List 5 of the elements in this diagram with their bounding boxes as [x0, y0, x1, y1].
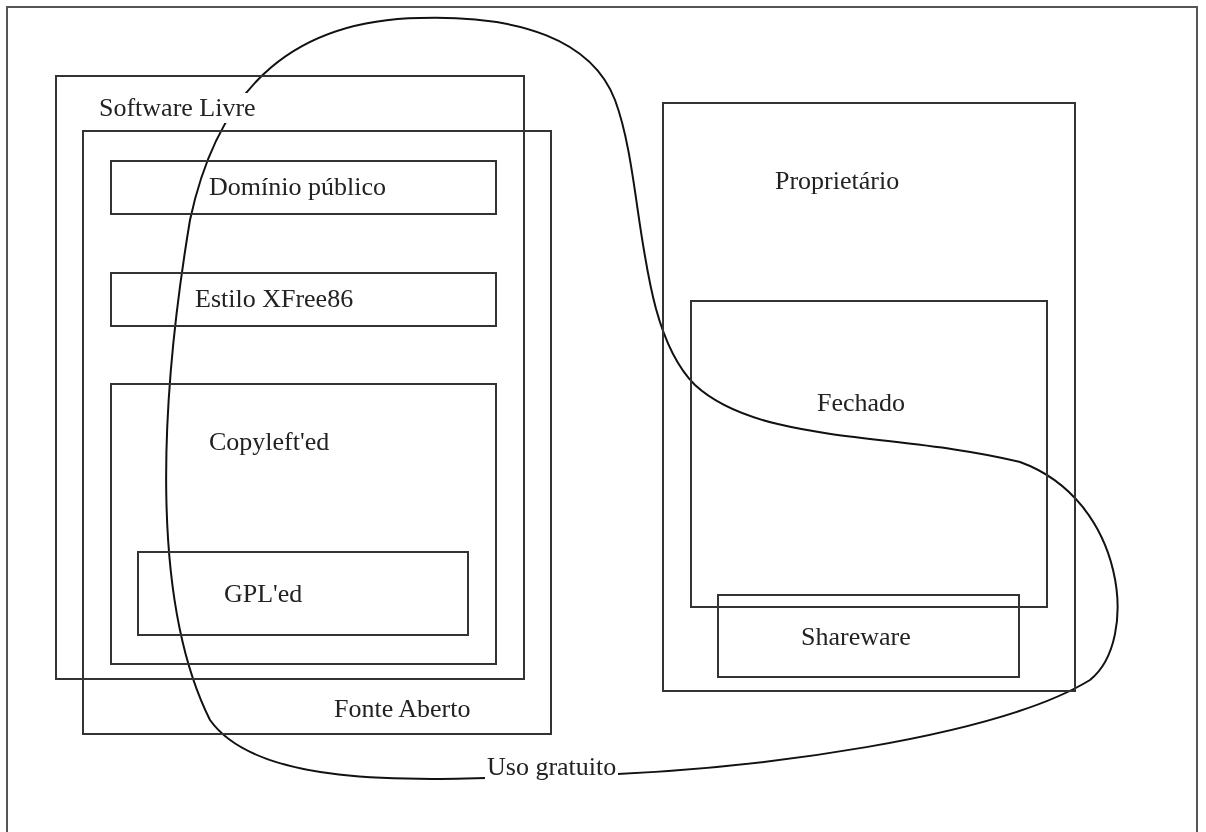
category-box: [137, 551, 469, 636]
category-box: [690, 300, 1048, 608]
category-label: Software Livre: [97, 93, 258, 123]
category-box: [662, 102, 1076, 692]
category-box: [717, 594, 1020, 678]
